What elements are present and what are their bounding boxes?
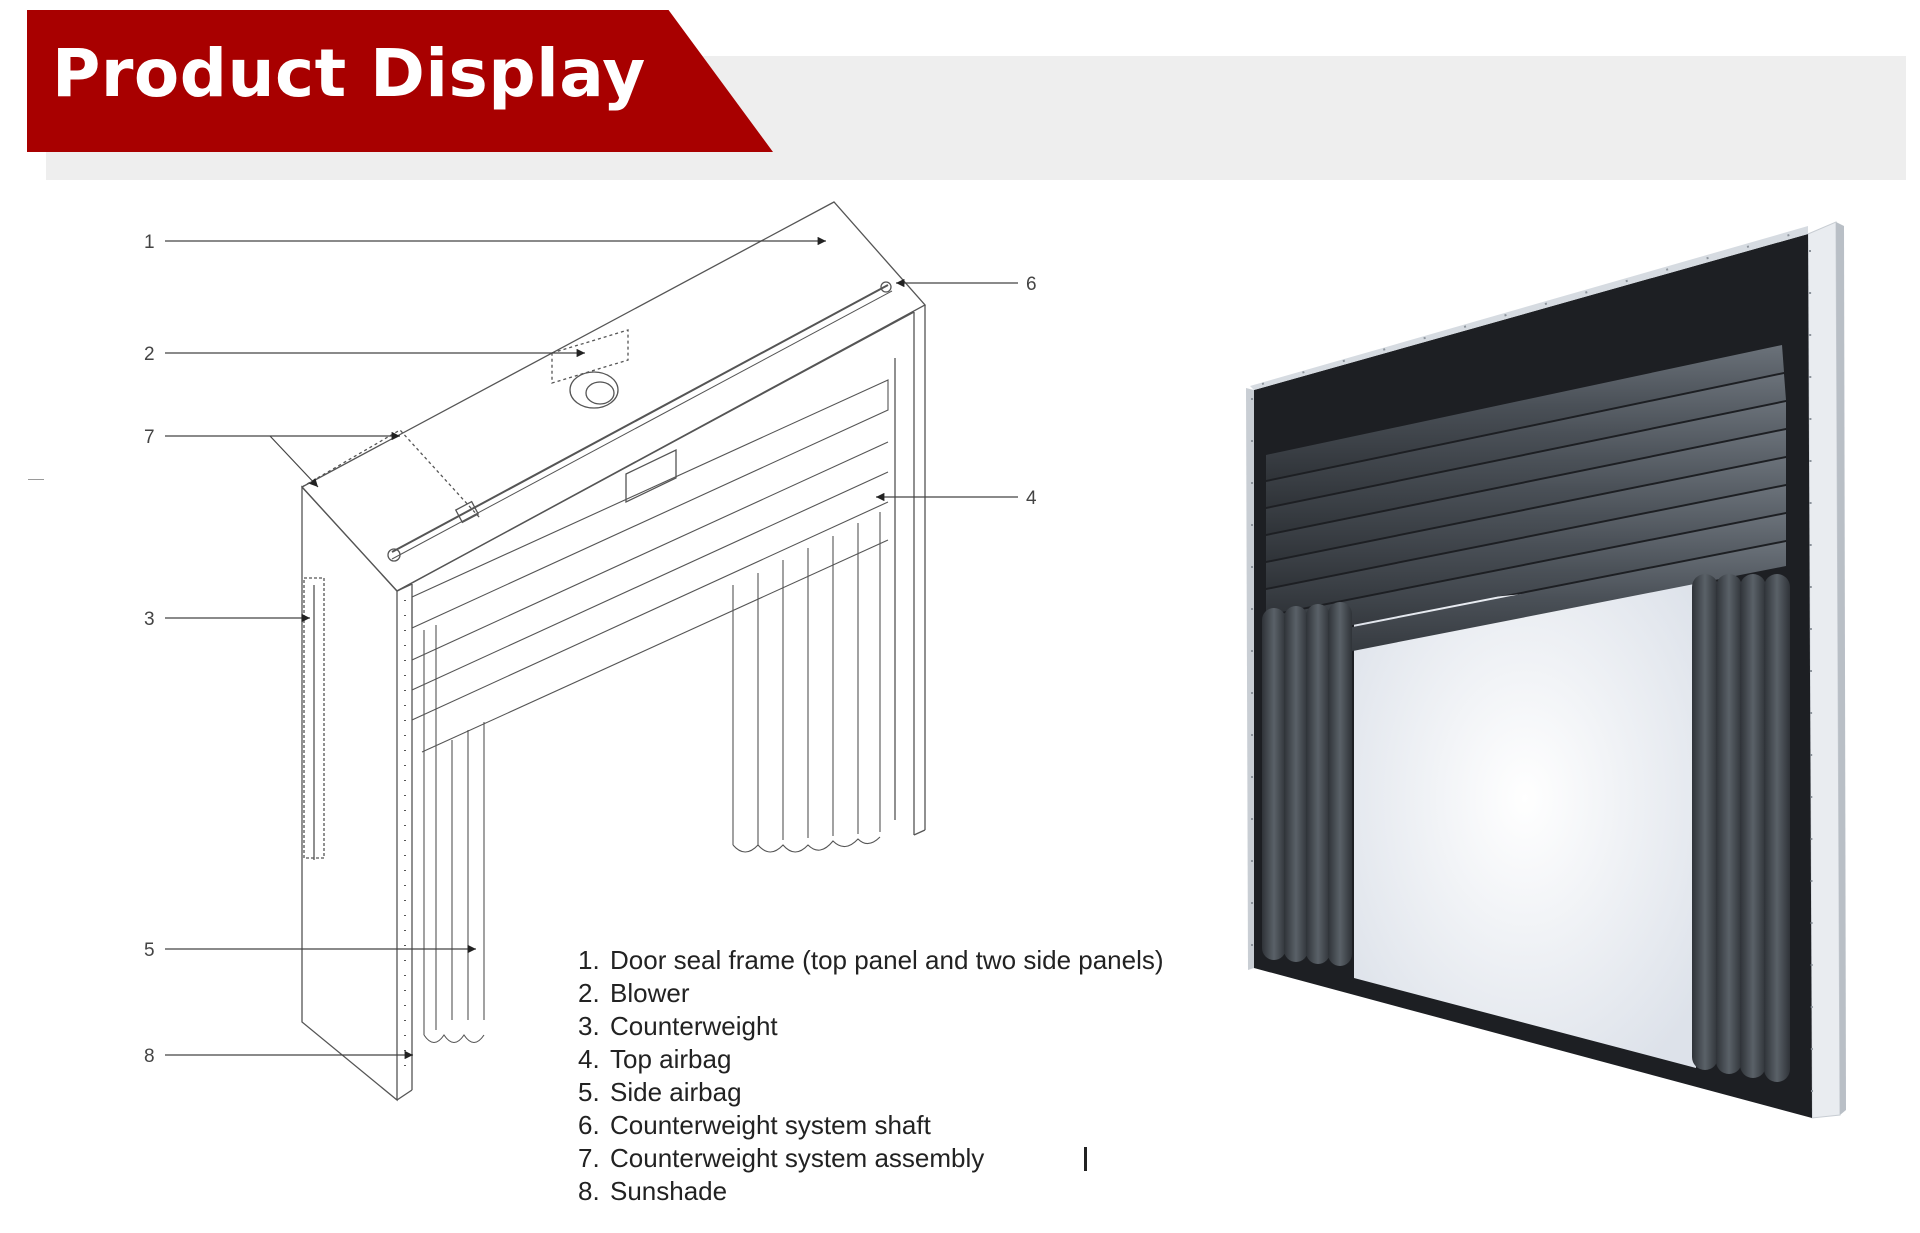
legend-num: 5.	[578, 1077, 600, 1107]
legend-text: Counterweight system assembly	[610, 1143, 985, 1173]
callout-4: 4	[1026, 488, 1037, 509]
legend-text: Door seal frame (top panel and two side …	[610, 945, 1164, 975]
legend-text: Sunshade	[610, 1176, 728, 1206]
callout-5: 5	[144, 940, 155, 961]
legend-text: Counterweight	[610, 1011, 778, 1041]
legend-text: Blower	[610, 978, 690, 1008]
header-banner	[27, 10, 773, 152]
legend-num: 7.	[578, 1143, 600, 1173]
legend-num: 6.	[578, 1110, 600, 1140]
callout-1: 1	[144, 232, 155, 253]
callout-numbers: 1 2 7 3 6 4 5 8	[144, 232, 1037, 1067]
legend-list: 1. Door seal frame (top panel and two sid…	[578, 944, 1164, 1208]
top-airbag-lines	[411, 379, 889, 753]
legend-num: 8.	[578, 1176, 600, 1206]
callout-3: 3	[144, 609, 155, 630]
legend-item: 1. Door seal frame (top panel and two sid…	[578, 944, 1164, 977]
right-side-airbag	[1692, 574, 1790, 1082]
left-side-airbag	[1262, 602, 1352, 966]
door-opening	[1354, 578, 1696, 1068]
legend-num: 2.	[578, 978, 600, 1008]
legend-item: 8. Sunshade	[578, 1175, 1164, 1208]
callout-lines	[165, 236, 1018, 1060]
right-side-airbag-lines	[732, 512, 881, 853]
legend-item: 6. Counterweight system shaft	[578, 1109, 1164, 1142]
legend-item: 3. Counterweight	[578, 1010, 1164, 1043]
callout-6: 6	[1026, 274, 1037, 295]
legend-item: 4. Top airbag	[578, 1043, 1164, 1076]
callout-8: 8	[144, 1046, 155, 1067]
product-photo	[1246, 221, 1846, 1119]
top-airbag	[1266, 345, 1786, 668]
left-side-airbag-lines	[423, 625, 485, 1044]
legend-item: 7. Counterweight system assembly	[578, 1142, 1164, 1175]
left-side-panel	[301, 485, 398, 1102]
legend-num: 3.	[578, 1011, 600, 1041]
callout-7: 7	[144, 427, 155, 448]
page-title: Product Display	[52, 35, 646, 112]
legend-num: 4.	[578, 1044, 600, 1074]
legend-text: Top airbag	[610, 1044, 732, 1074]
edge-tick	[28, 479, 44, 480]
legend-item: 5. Side airbag	[578, 1076, 1164, 1109]
text-cursor	[1084, 1147, 1087, 1171]
callout-2: 2	[144, 344, 155, 365]
legend-text: Side airbag	[610, 1077, 742, 1107]
legend-num: 1.	[578, 945, 600, 975]
legend-item: 2. Blower	[578, 977, 1164, 1010]
line-drawing	[300, 201, 927, 1102]
legend-text: Counterweight system shaft	[610, 1110, 931, 1140]
